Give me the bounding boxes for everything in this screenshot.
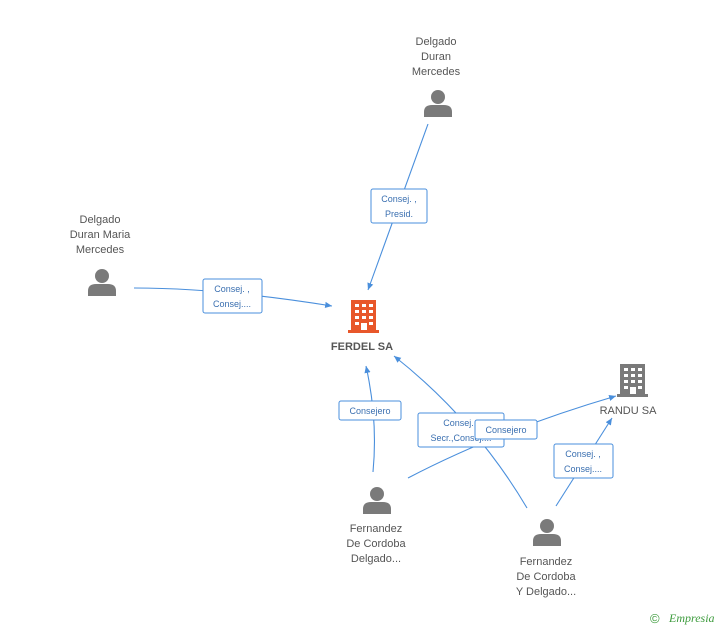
node-label-line: Mercedes xyxy=(412,66,461,78)
building-icon xyxy=(617,364,648,397)
edge-label-line: Consejero xyxy=(485,425,526,435)
edge-label-bottom-right-to-second[interactable]: Consej. , Consej.... xyxy=(553,443,614,479)
brand-watermark: © Empresia xyxy=(650,611,715,626)
brand-name: Empresia xyxy=(668,611,715,625)
node-label-line: De Cordoba xyxy=(346,538,406,550)
person-icon xyxy=(424,90,452,117)
node-label-line: De Cordoba xyxy=(516,571,576,583)
edge-label-line: Consej. , xyxy=(565,449,601,459)
edge-label-line: Consej. , xyxy=(214,284,250,294)
copyright-symbol: © xyxy=(650,611,660,626)
node-label-line: Fernandez xyxy=(350,523,403,535)
node-label-line: Y Delgado... xyxy=(516,586,576,598)
node-label-line: Fernandez xyxy=(520,556,573,568)
person-icon xyxy=(533,519,561,546)
edge-label-line: Secr.,Consej.... xyxy=(430,433,491,443)
edge-label-line: Consej.... xyxy=(213,299,251,309)
node-person-bottom-left[interactable]: Fernandez De Cordoba Delgado... xyxy=(346,487,407,565)
node-person-bottom-right[interactable]: Fernandez De Cordoba Y Delgado... xyxy=(516,519,577,598)
person-icon xyxy=(363,487,391,514)
node-label-line: Duran xyxy=(421,51,451,63)
node-company-main[interactable]: FERDEL SA xyxy=(331,300,393,353)
node-label-line: Duran Maria xyxy=(70,229,131,241)
edge-label-left-to-main[interactable]: Consej. , Consej.... xyxy=(202,278,263,314)
node-label-line: Delgado xyxy=(80,214,121,226)
edge-label-line: Consej. , xyxy=(381,194,417,204)
edge-label-bottom-left-to-second[interactable]: Consejero xyxy=(474,419,538,440)
building-icon xyxy=(348,300,379,333)
edge-label-line: Consej. , xyxy=(443,418,479,428)
company-name: FERDEL SA xyxy=(331,341,393,353)
node-company-second[interactable]: RANDU SA xyxy=(600,364,658,417)
node-label-line: Delgado... xyxy=(351,553,401,565)
node-person-left[interactable]: Delgado Duran Maria Mercedes xyxy=(70,214,131,296)
edge-label-line: Consejero xyxy=(349,406,390,416)
node-person-top[interactable]: Delgado Duran Mercedes xyxy=(412,36,461,117)
node-label-line: Mercedes xyxy=(76,244,125,256)
company-name: RANDU SA xyxy=(600,405,658,417)
node-label-line: Delgado xyxy=(416,36,457,48)
edge-label-line: Presid. xyxy=(385,209,413,219)
edge-label-top-to-main[interactable]: Consej. , Presid. xyxy=(370,188,428,224)
edge-label-bottom-left-to-main[interactable]: Consejero xyxy=(338,400,402,421)
person-icon xyxy=(88,269,116,296)
edge-label-line: Consej.... xyxy=(564,464,602,474)
